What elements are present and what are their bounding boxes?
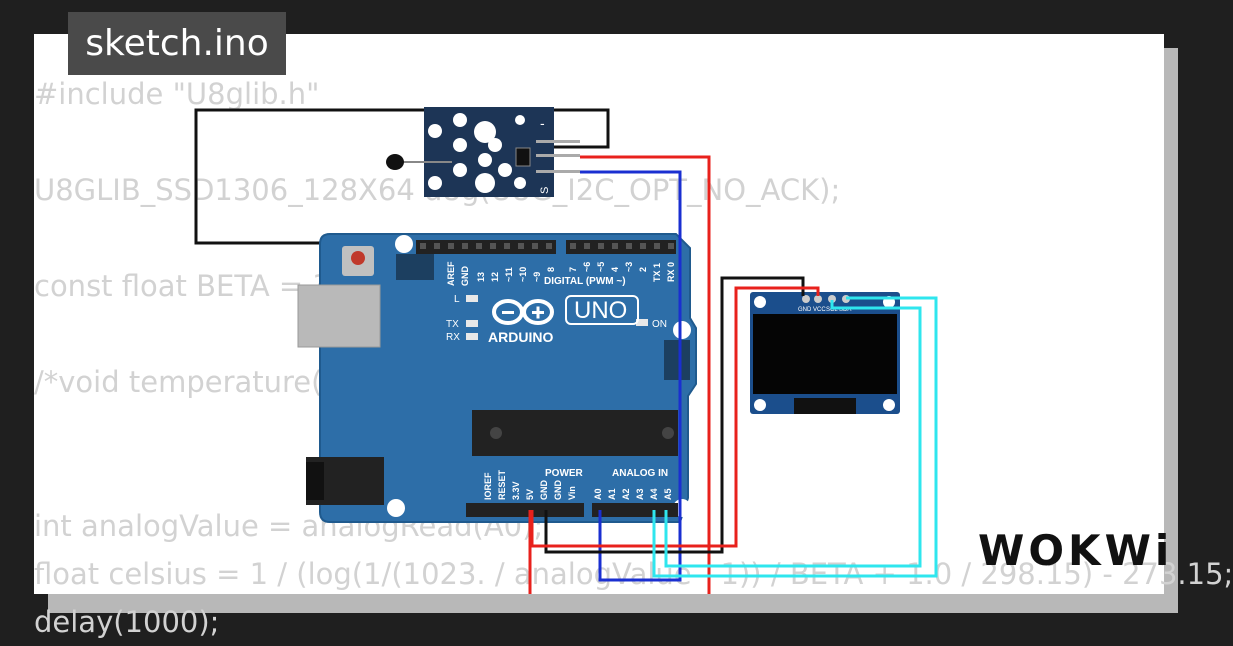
mount-hole xyxy=(673,321,691,339)
arduino-uno-board: AREF GND 13 12 ~11 ~10 ~9 8 7 ~6 ~5 4 ~3… xyxy=(297,233,697,523)
pin-label: A4 xyxy=(649,488,659,500)
led-tx-label: TX xyxy=(446,319,459,330)
pin-label: RX 0 xyxy=(666,262,676,282)
oled-screen xyxy=(753,314,897,394)
wire-blue xyxy=(580,170,682,582)
pin-label: 5V xyxy=(525,489,535,500)
thermistor xyxy=(386,154,404,170)
oled-pin-scl: SCL xyxy=(826,307,838,313)
pin-label: A1 xyxy=(607,488,617,500)
pin-label: ~5 xyxy=(596,262,606,272)
pin-label: A0 xyxy=(593,488,603,500)
pin-label: 12 xyxy=(490,272,500,282)
icsp-header xyxy=(664,340,690,380)
code-line: int analogValue = analogRead(A0); xyxy=(34,509,544,543)
microcontroller-chip xyxy=(472,410,678,456)
pin-label: 7 xyxy=(568,267,578,272)
wire-sensor-gnd xyxy=(194,108,610,245)
pin-label: A5 xyxy=(663,488,673,500)
ntc-temperature-sensor: - S xyxy=(386,107,580,197)
oled-pin-gnd: GND xyxy=(798,307,812,313)
led-on-label: ON xyxy=(652,319,667,330)
pin-label: ~10 xyxy=(518,267,528,282)
wokwi-logo: WOKWi xyxy=(978,526,1174,575)
oled-pin-vcc: VCC xyxy=(813,307,826,313)
code-line: #include "U8glib.h" xyxy=(34,77,320,111)
mount-hole xyxy=(387,499,405,517)
led-rx xyxy=(466,333,478,340)
pin-label: ~11 xyxy=(504,267,514,282)
pin-label: 4 xyxy=(610,267,620,272)
sensor-pin-signal: S xyxy=(539,187,551,194)
pin-label: AREF xyxy=(446,261,456,286)
pin-label: 2 xyxy=(638,267,648,272)
pin-label: IOREF xyxy=(483,472,493,500)
mount-hole xyxy=(395,235,413,253)
led-tx xyxy=(466,320,478,327)
usb-port xyxy=(297,284,381,348)
arduino-infinity-icon xyxy=(492,299,554,325)
wire-red-oled-vcc xyxy=(530,286,820,548)
pin-label: ~9 xyxy=(532,272,542,282)
code-line: /*void temperature() { xyxy=(34,365,362,399)
icsp-header xyxy=(396,254,434,280)
code-line: delay(1000); xyxy=(34,605,220,639)
sensor-pin-minus: - xyxy=(540,115,545,131)
file-title: sketch.ino xyxy=(68,12,286,75)
led-rx-label: RX xyxy=(446,332,460,343)
pin-label: ~6 xyxy=(582,262,592,272)
pin-label: GND xyxy=(460,266,470,287)
power-label: POWER xyxy=(545,468,584,479)
led-on xyxy=(636,319,648,326)
board-brand: ARDUINO xyxy=(488,329,553,345)
oled-pin-sda: SDA xyxy=(839,307,851,313)
pin-label: A2 xyxy=(621,488,631,500)
pin-label: A3 xyxy=(635,488,645,500)
pin-label: GND xyxy=(553,480,563,501)
pin-label: 8 xyxy=(546,267,556,272)
pin-label: GND xyxy=(539,480,549,501)
digital-label: DIGITAL (PWM ~) xyxy=(544,276,626,287)
pin-label: Vin xyxy=(567,486,577,500)
power-header xyxy=(466,503,584,517)
oled-display: GND VCC SCL SDA xyxy=(750,292,900,414)
pin-label: 13 xyxy=(476,272,486,282)
pin-label: 3.3V xyxy=(511,481,521,500)
wire-red xyxy=(580,155,711,594)
wire-cyan-sda xyxy=(652,296,938,578)
analog-label: ANALOG IN xyxy=(612,468,668,479)
led-l xyxy=(466,295,478,302)
led-l-label: L xyxy=(454,294,460,305)
circuit-diagram: AREF GND 13 12 ~11 ~10 ~9 8 7 ~6 ~5 4 ~3… xyxy=(194,107,938,594)
wire-cyan-scl xyxy=(664,300,922,568)
code-line: float celsius = 1 / (log(1/(1023. / anal… xyxy=(34,557,1233,591)
code-line: U8GLIB_SSD1306_128X64 u8g(U8G_I2C_OPT_NO… xyxy=(34,173,841,207)
pin-label: TX 1 xyxy=(652,263,662,282)
code-preview: #include "U8glib.h" U8GLIB_SSD1306_128X64… xyxy=(34,70,1233,646)
analog-header xyxy=(592,503,678,517)
pin-label: RESET xyxy=(497,469,507,500)
pin-label: ~3 xyxy=(624,262,634,272)
board-model: UNO xyxy=(574,297,627,324)
